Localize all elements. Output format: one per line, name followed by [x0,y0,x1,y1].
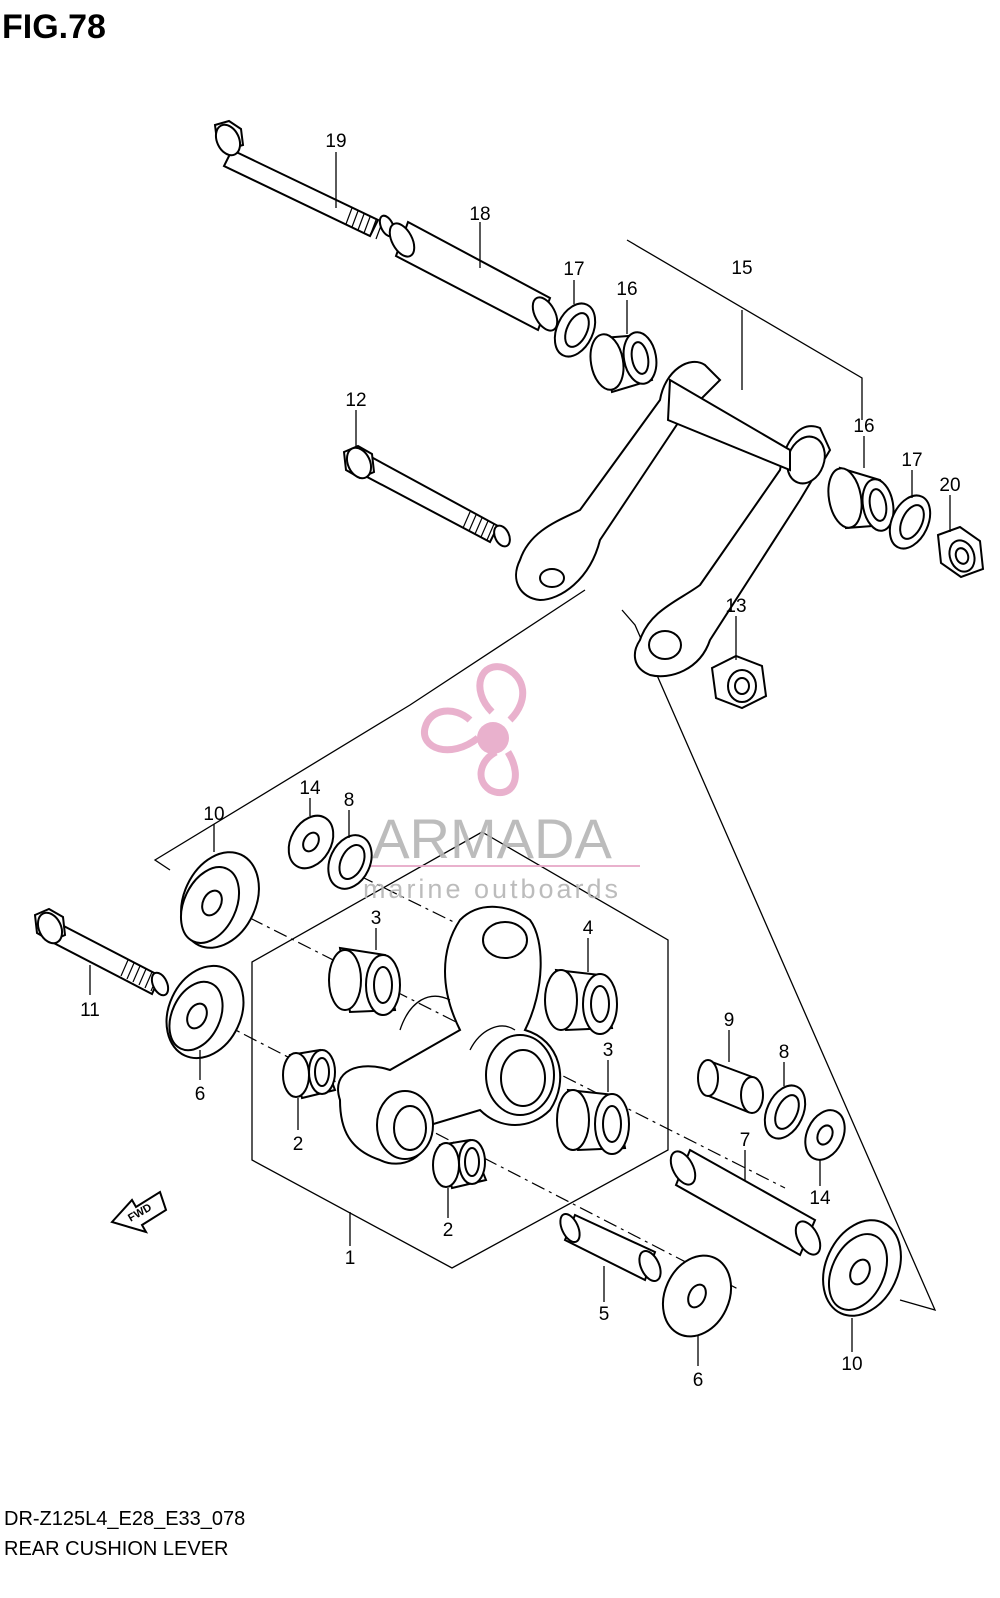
lever-group-frame [251,831,669,1269]
callout-6-a: 6 [195,1084,206,1105]
callout-3-b: 3 [603,1040,614,1061]
callout-3-a: 3 [371,908,382,929]
watermark-logo: ARMADA marine outboards [345,663,640,904]
nut-20 [936,525,985,579]
callout-6-b: 6 [693,1370,704,1391]
callout-17-a: 17 [563,259,584,280]
callout-2-b: 2 [443,1220,454,1241]
seal-8-b [763,1084,807,1140]
seal-17-a [553,302,597,358]
callout-5: 5 [599,1304,610,1325]
callout-8-b: 8 [779,1042,790,1063]
fwd-arrow-icon: FWD [110,1190,168,1234]
callout-16-b: 16 [853,416,874,437]
bolt-19 [213,119,396,240]
model-code: DR-Z125L4_E28_E33_078 [4,1508,246,1530]
seal-8-a [327,834,373,890]
washer-10-a [179,851,260,949]
bearing-16-b [827,466,895,532]
callout-1: 1 [345,1248,356,1269]
collar-5 [559,1212,662,1282]
callout-11: 11 [80,1000,100,1021]
sleeve-7 [669,1148,822,1257]
callout-15: 15 [731,258,752,279]
washer-14-a [287,814,335,870]
bearing-2-b [432,1138,488,1190]
washer-14-b [804,1109,846,1161]
callout-18: 18 [469,204,490,225]
cushion-lever-1 [337,905,562,1165]
callout-10-b: 10 [841,1354,862,1375]
washer-6-b [661,1254,733,1338]
watermark-brand: ARMADA [372,807,612,870]
bearing-16-a [589,331,658,394]
callout-8-a: 8 [344,790,355,811]
callout-19: 19 [325,131,346,152]
assembly-guide-lines [153,589,937,1312]
callout-leader-lines [89,152,951,1366]
figure-title: FIG.78 [2,8,106,46]
bearing-4 [544,968,618,1035]
callout-14-a: 14 [299,778,321,799]
callout-10-a: 10 [203,804,224,825]
callout-9: 9 [724,1010,735,1031]
callout-14-b: 14 [809,1188,831,1209]
nut-13 [710,654,768,710]
sleeve-18 [388,220,559,332]
washer-10-b [822,1219,902,1317]
seal-17-b [888,494,932,550]
callout-13: 13 [725,596,746,617]
callout-20: 20 [939,475,960,496]
washer-6-a [165,964,245,1060]
callout-labels: 19 18 17 16 15 16 17 20 12 13 14 8 10 3 … [80,131,960,1391]
propeller-logo-icon [421,663,527,796]
callout-16-a: 16 [616,279,637,300]
callout-4: 4 [583,918,594,939]
upper-group-bracket [626,239,863,420]
callout-12: 12 [345,390,366,411]
callout-7: 7 [740,1130,751,1151]
diagram-caption: REAR CUSHION LEVER [4,1538,229,1560]
bearing-3-a [328,946,401,1016]
bearing-3-b [556,1088,630,1155]
bolt-11 [33,907,170,997]
bolt-12 [342,444,511,548]
cushion-rod-15 [515,360,832,678]
watermark-tagline: marine outboards [363,874,621,904]
bearing-2-a [282,1048,337,1100]
callout-2-a: 2 [293,1134,304,1155]
callout-17-b: 17 [901,450,922,471]
collar-9 [697,1059,764,1114]
